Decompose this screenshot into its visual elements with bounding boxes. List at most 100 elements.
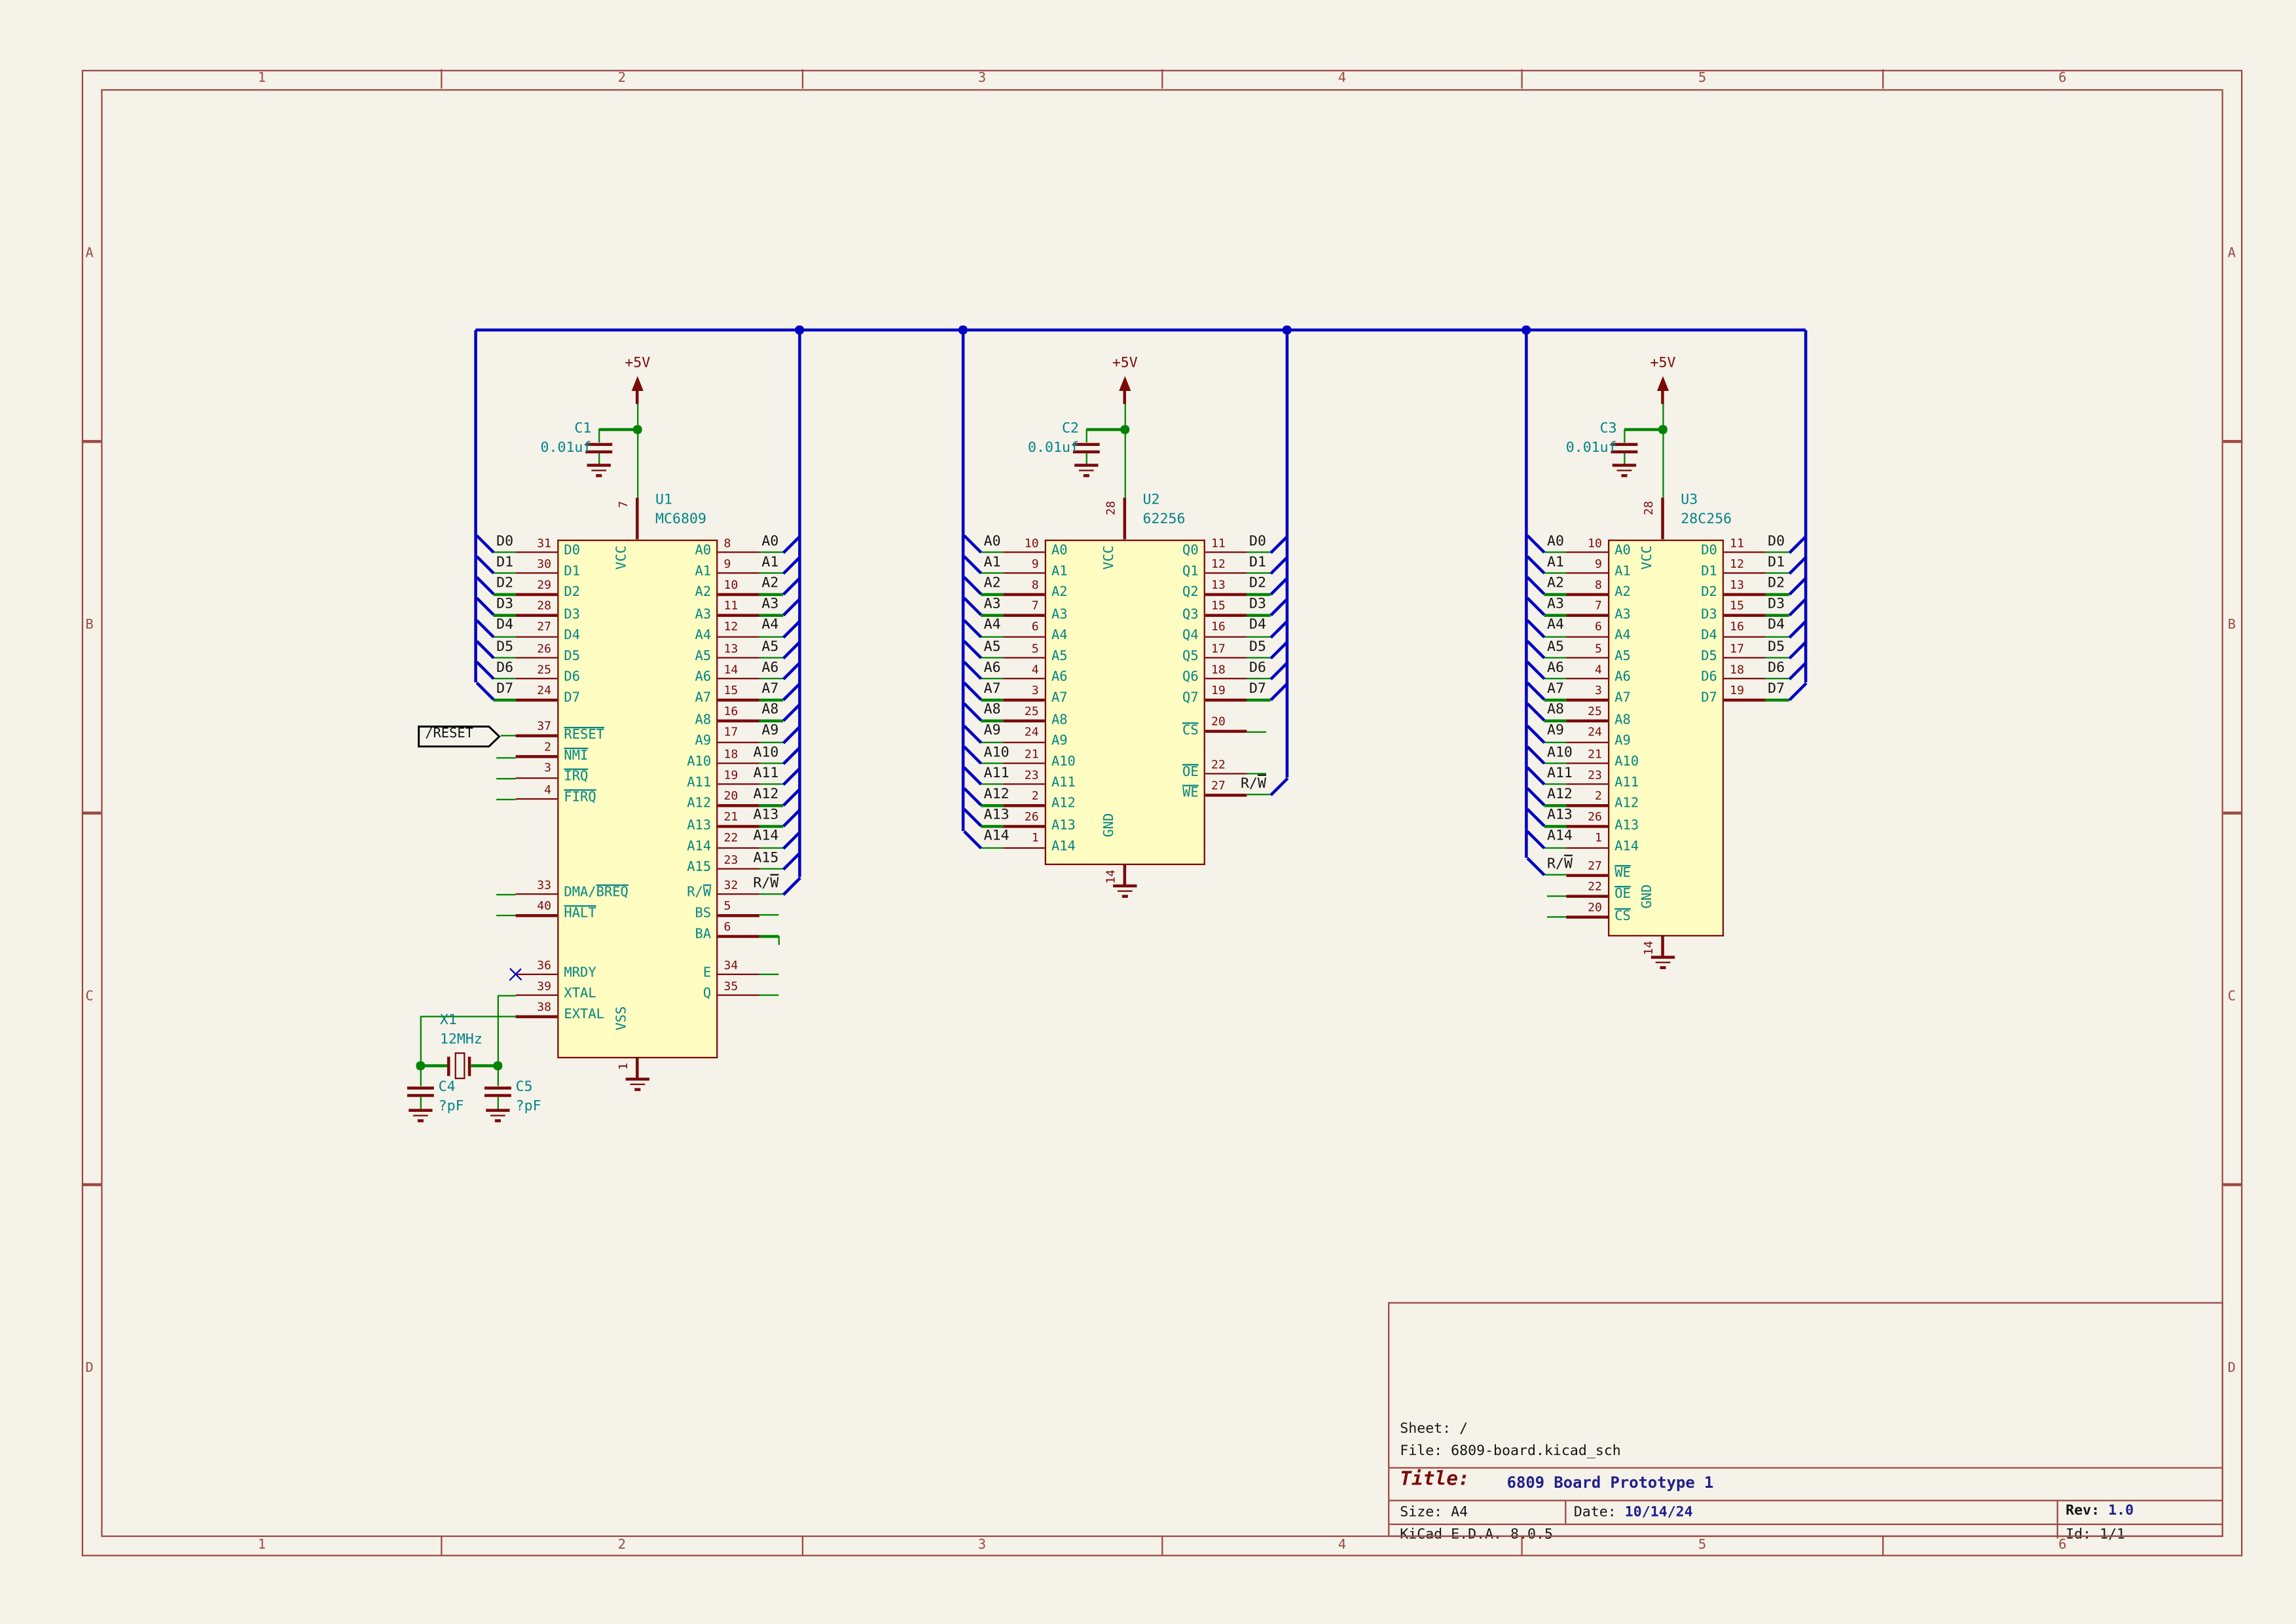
net-label[interactable]: D3 — [496, 596, 514, 613]
net-label[interactable]: A1 — [983, 553, 1001, 570]
net-label[interactable]: A6 — [983, 659, 1001, 676]
power-flag-label[interactable]: +5V — [1112, 355, 1138, 372]
net-label[interactable]: A13 — [983, 807, 1010, 824]
power-flag-label[interactable]: +5V — [625, 355, 651, 372]
reference-designator[interactable]: C3 — [1599, 420, 1617, 437]
net-label[interactable]: A3 — [1546, 596, 1564, 613]
net-label[interactable]: A8 — [983, 701, 1001, 718]
net-label[interactable]: D3 — [1768, 596, 1785, 613]
net-label[interactable]: D1 — [1768, 553, 1785, 570]
component-value[interactable]: 12MHz — [439, 1031, 483, 1048]
net-label[interactable]: D1 — [1248, 553, 1266, 570]
net-label[interactable]: A15 — [753, 849, 779, 866]
crystal-body[interactable] — [454, 1052, 465, 1079]
net-label[interactable]: A7 — [761, 680, 779, 697]
net-label[interactable]: D6 — [1768, 659, 1785, 676]
net-label[interactable]: A11 — [983, 765, 1010, 782]
net-label[interactable]: R/W — [1546, 855, 1573, 872]
net-label[interactable]: D0 — [1248, 532, 1266, 549]
net-label[interactable]: D5 — [1768, 638, 1785, 655]
component-value[interactable]: 62256 — [1142, 511, 1186, 528]
net-label[interactable]: A4 — [761, 617, 779, 634]
net-label[interactable]: D5 — [496, 638, 514, 655]
net-label[interactable]: A6 — [761, 659, 779, 676]
net-label[interactable]: A14 — [753, 828, 779, 845]
net-label[interactable]: A7 — [1546, 680, 1564, 697]
net-label[interactable]: A3 — [983, 596, 1001, 613]
net-label[interactable]: A4 — [1546, 617, 1564, 634]
net-label[interactable]: A4 — [983, 617, 1001, 634]
net-label[interactable]: D7 — [1248, 680, 1266, 697]
net-label[interactable]: D4 — [496, 617, 514, 634]
chip-U1[interactable] — [557, 539, 718, 1059]
component-value[interactable]: 28C256 — [1681, 511, 1732, 528]
component-value[interactable]: ?pF — [515, 1098, 541, 1115]
power-flag-label[interactable]: +5V — [1650, 355, 1676, 372]
net-label[interactable]: A0 — [1546, 532, 1564, 549]
component-value[interactable]: 0.01uf — [540, 439, 592, 456]
net-label[interactable]: A10 — [1546, 744, 1573, 761]
net-label[interactable]: A1 — [761, 553, 779, 570]
net-label[interactable]: A10 — [983, 744, 1010, 761]
reference-designator[interactable]: C4 — [438, 1079, 456, 1096]
reference-designator[interactable]: U1 — [655, 492, 673, 509]
net-label[interactable]: D7 — [1768, 680, 1785, 697]
net-label[interactable]: A1 — [1546, 553, 1564, 570]
net-label[interactable]: A0 — [761, 532, 779, 549]
net-label[interactable]: A2 — [983, 575, 1001, 592]
net-label[interactable]: A14 — [983, 828, 1010, 845]
reference-designator[interactable]: C2 — [1061, 420, 1079, 437]
component-value[interactable]: MC6809 — [655, 511, 706, 528]
net-label[interactable]: D7 — [496, 680, 514, 697]
net-label[interactable]: A9 — [1546, 722, 1564, 739]
net-label[interactable]: A5 — [1546, 638, 1564, 655]
net-label[interactable]: D1 — [496, 553, 514, 570]
global-label-reset[interactable]: /RESET — [418, 724, 501, 747]
net-label[interactable]: A13 — [753, 807, 779, 824]
net-label[interactable]: A12 — [983, 786, 1010, 803]
net-label[interactable]: A7 — [983, 680, 1001, 697]
net-label[interactable]: A12 — [753, 786, 779, 803]
reference-designator[interactable]: U3 — [1681, 492, 1698, 509]
net-label[interactable]: A14 — [1546, 828, 1573, 845]
net-label[interactable]: D6 — [1248, 659, 1266, 676]
reference-designator[interactable]: C5 — [515, 1079, 533, 1096]
net-label[interactable]: D0 — [1768, 532, 1785, 549]
chip-U2[interactable] — [1044, 539, 1205, 866]
net-label[interactable]: D6 — [496, 659, 514, 676]
component-value[interactable]: 0.01uf — [1028, 439, 1079, 456]
net-label[interactable]: A11 — [1546, 765, 1573, 782]
net-label[interactable]: A5 — [983, 638, 1001, 655]
chip-U3[interactable] — [1608, 539, 1724, 937]
net-label[interactable]: A9 — [761, 722, 779, 739]
net-label[interactable]: R/W — [1240, 775, 1266, 792]
net-label[interactable]: D4 — [1768, 617, 1785, 634]
net-label[interactable]: A6 — [1546, 659, 1564, 676]
net-label[interactable]: A9 — [983, 722, 1001, 739]
component-value[interactable]: ?pF — [438, 1098, 464, 1115]
net-label[interactable]: A2 — [761, 575, 779, 592]
net-label[interactable]: D2 — [1248, 575, 1266, 592]
net-label[interactable]: A3 — [761, 596, 779, 613]
component-value[interactable]: 0.01uf — [1565, 439, 1617, 456]
reference-designator[interactable]: C1 — [574, 420, 592, 437]
net-label[interactable]: A8 — [1546, 701, 1564, 718]
net-label[interactable]: D5 — [1248, 638, 1266, 655]
net-label[interactable]: A10 — [753, 744, 779, 761]
reference-designator[interactable]: U2 — [1142, 492, 1160, 509]
net-label[interactable]: R/W — [753, 874, 779, 891]
net-label[interactable]: A12 — [1546, 786, 1573, 803]
reference-designator[interactable]: X1 — [439, 1012, 457, 1029]
net-label[interactable]: D4 — [1248, 617, 1266, 634]
net-label[interactable]: A13 — [1546, 807, 1573, 824]
net-label[interactable]: A5 — [761, 638, 779, 655]
net-label[interactable]: A11 — [753, 765, 779, 782]
net-label[interactable]: D2 — [496, 575, 514, 592]
net-label[interactable]: A8 — [761, 701, 779, 718]
net-label[interactable]: A0 — [983, 532, 1001, 549]
net-label[interactable]: D2 — [1768, 575, 1785, 592]
net-label[interactable]: D3 — [1248, 596, 1266, 613]
net-label[interactable]: A2 — [1546, 575, 1564, 592]
net-label[interactable]: D0 — [496, 532, 514, 549]
